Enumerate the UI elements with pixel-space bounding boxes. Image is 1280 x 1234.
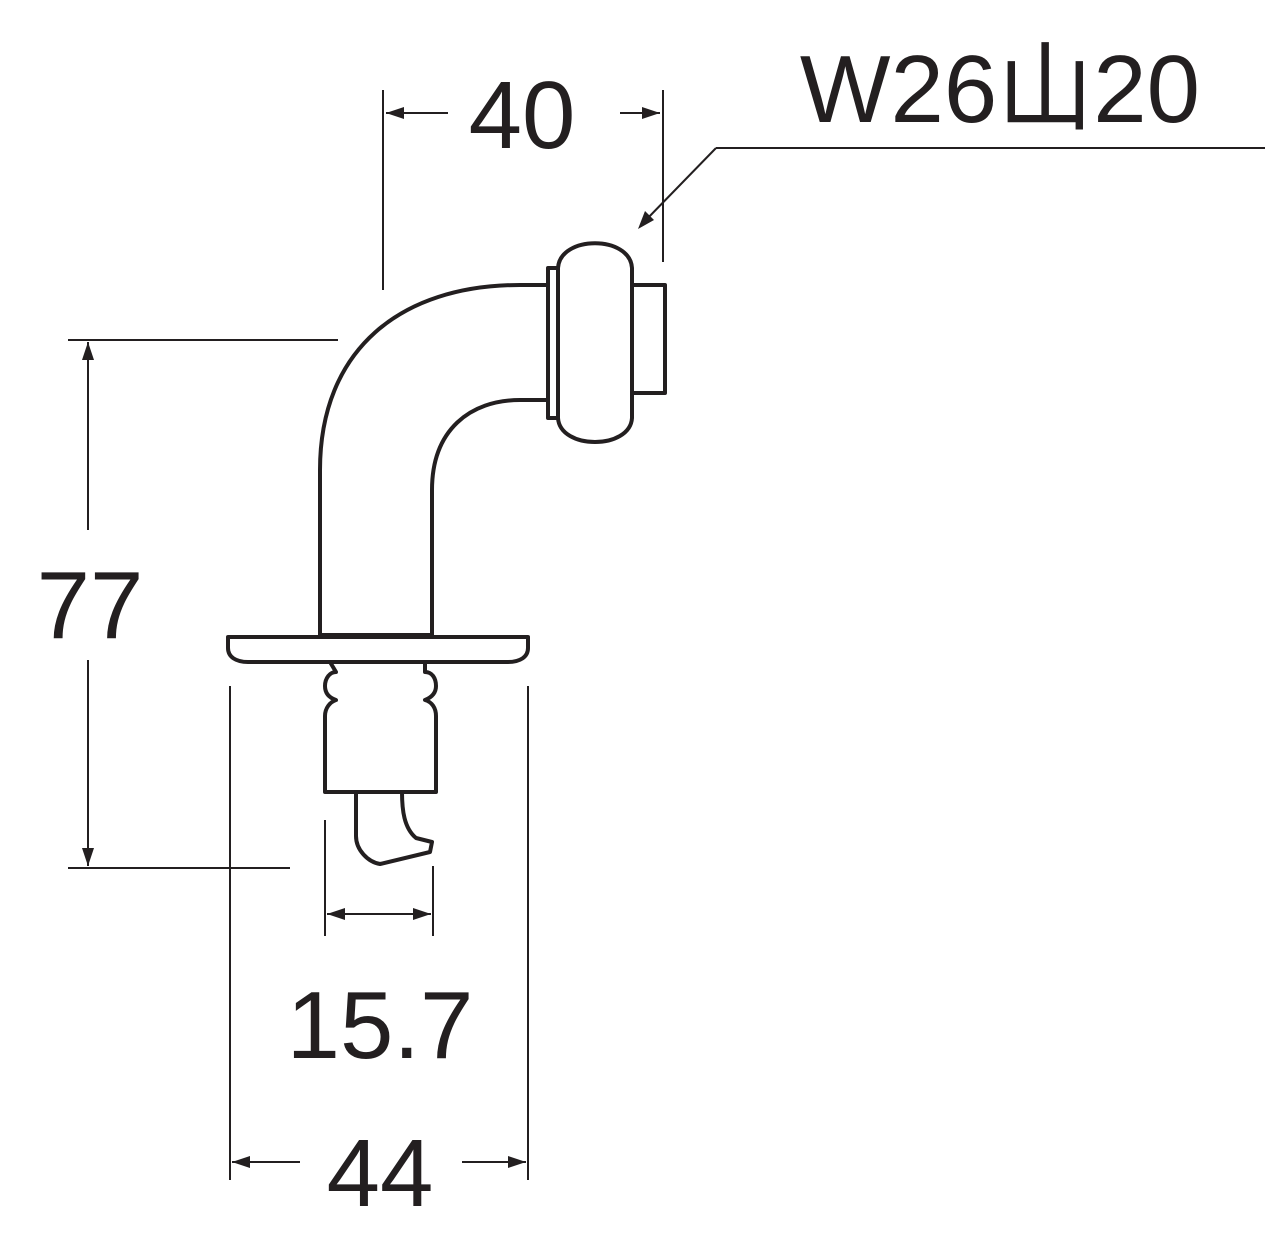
width-top-label: 40 <box>469 62 576 169</box>
lever <box>354 790 434 866</box>
hose-diameter-label: 15.7 <box>287 972 474 1079</box>
thread-spec-label: W26山20 <box>800 36 1200 143</box>
flange <box>226 635 530 664</box>
flange-width-label: 44 <box>327 1120 434 1227</box>
dimension-width-top: 40 <box>382 62 664 290</box>
dimension-hose-diameter: 15.7 <box>287 820 474 1079</box>
dimension-flange-width: 44 <box>229 686 529 1227</box>
spout-tip <box>630 283 667 395</box>
dimension-height: 77 <box>37 339 338 869</box>
height-label: 77 <box>37 552 144 659</box>
thread-spec-callout: W26山20 <box>638 36 1265 229</box>
coupling-nut <box>546 241 634 444</box>
threaded-stem <box>323 660 438 794</box>
elbow-fitting <box>226 241 667 866</box>
elbow-pipe <box>318 283 550 637</box>
